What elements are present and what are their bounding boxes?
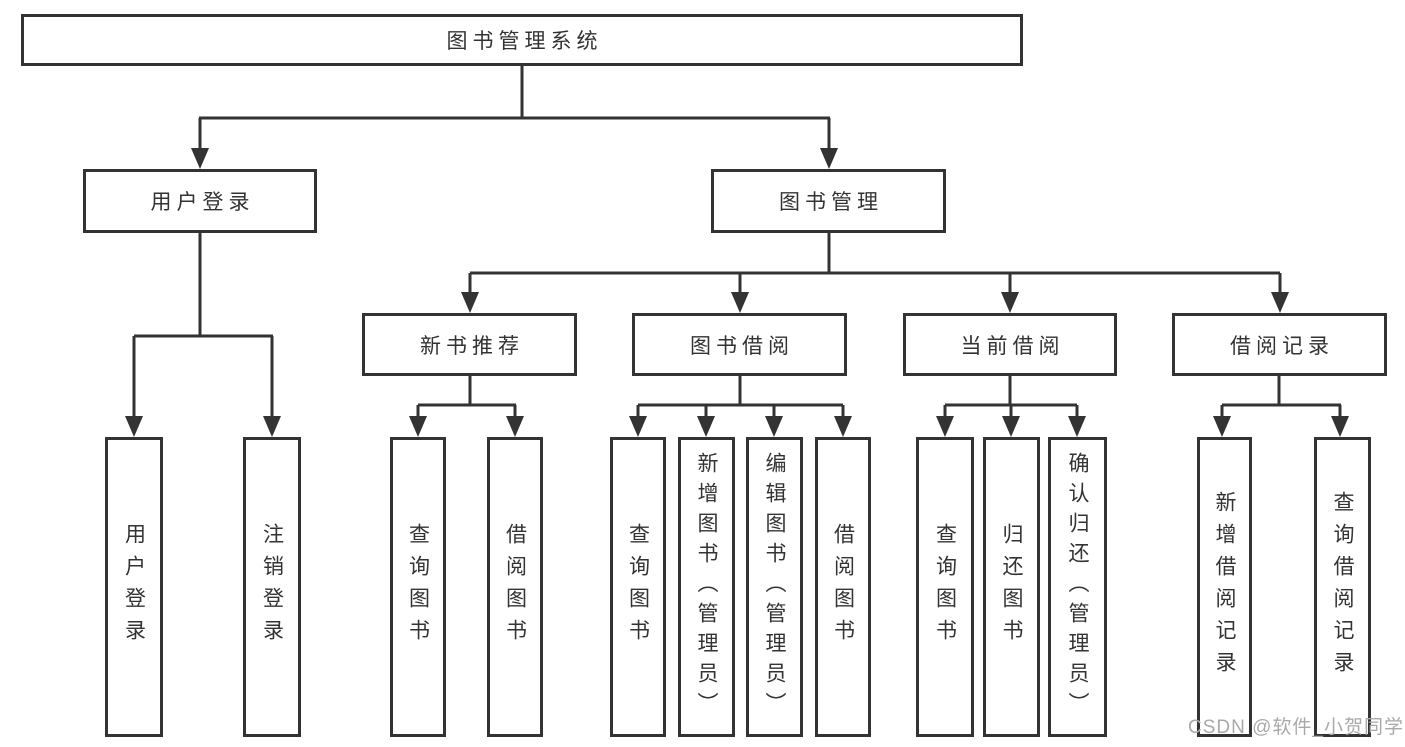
node-book-management: 图书管理: [711, 169, 946, 233]
leaf-label: 借阅图书: [831, 523, 855, 651]
leaf-borrow-edit-books-admin: 编辑图书（管理员）: [746, 437, 803, 737]
leaf-label: 新增图书（管理员）: [695, 452, 718, 722]
node-label: 图书借阅: [690, 334, 794, 358]
node-label: 图书管理系统: [446, 30, 603, 53]
leaf-borrow-query-books: 查询图书: [610, 437, 666, 737]
leaf-label: 确认归还（管理员）: [1066, 452, 1089, 722]
leaf-recommend-query-books: 查询图书: [390, 437, 446, 737]
node-label: 图书管理: [779, 191, 883, 214]
node-system-root: 图书管理系统: [21, 14, 1023, 66]
leaf-label: 归还图书: [1000, 523, 1023, 651]
leaf-label: 查询图书: [406, 523, 430, 651]
leaf-logout: 注销登录: [243, 437, 301, 737]
node-current-borrow: 当前借阅: [903, 313, 1117, 376]
leaf-label: 借阅图书: [503, 523, 527, 651]
node-label: 用户登录: [150, 191, 255, 214]
leaf-user-login: 用户登录: [105, 437, 163, 737]
leaf-label: 查询借阅记录: [1331, 491, 1354, 683]
node-user-login: 用户登录: [83, 169, 317, 233]
leaf-borrow-add-books-admin: 新增图书（管理员）: [678, 437, 735, 737]
leaf-recommend-borrow-books: 借阅图书: [487, 437, 543, 737]
leaf-current-return-books: 归还图书: [983, 437, 1040, 737]
node-new-book-recommend: 新书推荐: [362, 313, 577, 376]
node-book-borrow: 图书借阅: [632, 313, 847, 376]
node-label: 借阅记录: [1230, 334, 1334, 358]
leaf-current-query-books: 查询图书: [916, 437, 974, 737]
node-label: 当前借阅: [960, 334, 1065, 358]
leaf-current-confirm-return-admin: 确认归还（管理员）: [1048, 437, 1107, 737]
leaf-label: 新增借阅记录: [1213, 491, 1236, 683]
leaf-borrow-borrow-books: 借阅图书: [815, 437, 871, 737]
leaf-label: 查询图书: [626, 523, 650, 651]
node-borrow-records: 借阅记录: [1172, 313, 1387, 376]
leaf-label: 注销登录: [260, 523, 284, 651]
node-label: 新书推荐: [420, 334, 524, 358]
leaf-records-query-record: 查询借阅记录: [1314, 437, 1371, 737]
leaf-records-add-record: 新增借阅记录: [1197, 437, 1252, 737]
leaf-label: 用户登录: [122, 523, 146, 651]
leaf-label: 编辑图书（管理员）: [763, 452, 786, 722]
watermark: CSDN @软件_小贺同学: [1188, 717, 1404, 738]
leaf-label: 查询图书: [933, 523, 957, 651]
